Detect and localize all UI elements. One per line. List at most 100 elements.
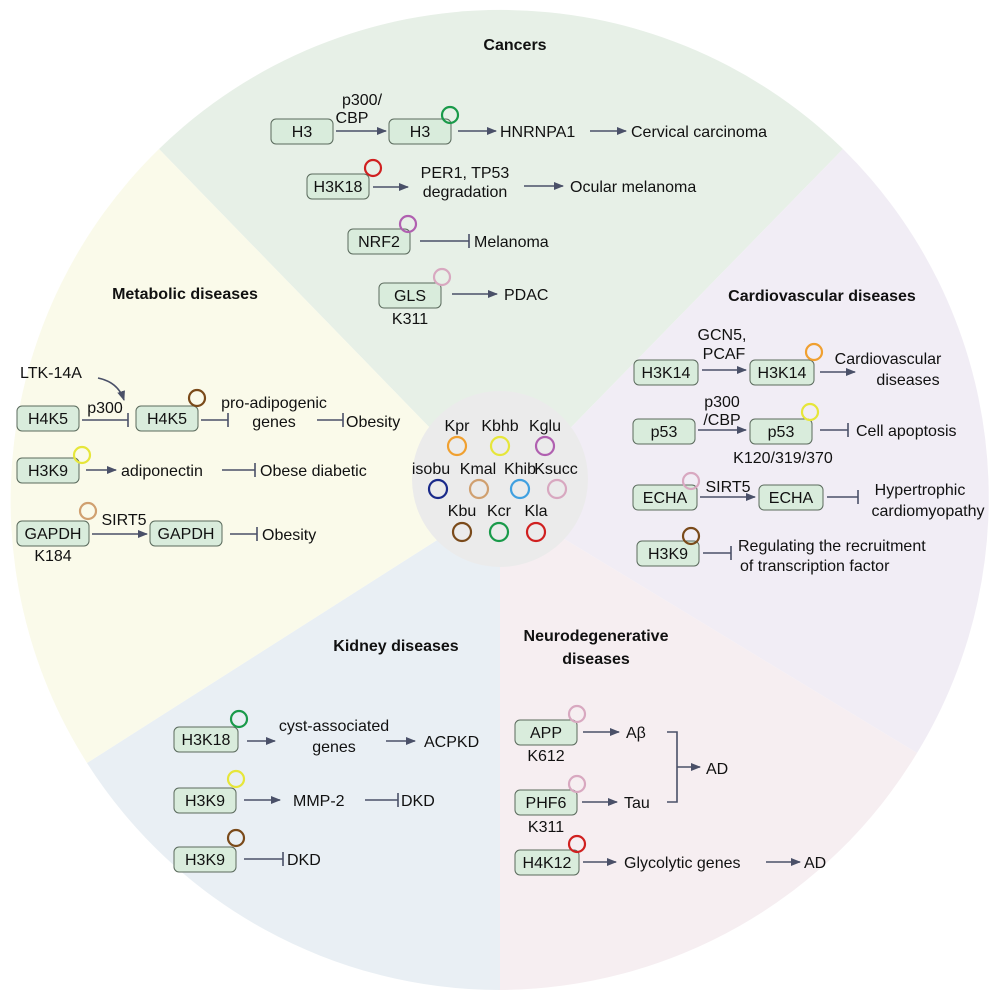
phf6-site-label: K311 [528,819,564,836]
legend-mark-khib [509,478,531,500]
legend-mark-kla [525,521,547,543]
hnrnpa1-label: HNRNPA1 [500,124,575,141]
legend-mark-kpr [446,435,468,457]
node-h3 [270,118,334,145]
ad-label: AD [804,855,826,872]
legend-mark-kglu [534,435,556,457]
node-h3k14-modified-label: H3K14 [758,365,807,382]
title-cardiovascular: Cardiovascular diseases [728,288,916,305]
dkd-label: DKD [401,793,435,810]
legend-label: Kpr [445,418,471,435]
degradation-label: degradation [423,184,508,201]
node-gapdh [16,520,90,547]
sector-group [10,9,989,990]
node-p53-modified-label: p53 [768,424,795,441]
pro-adipogenic-label: pro-adipogenic [221,395,327,412]
enzyme-label: p300/ [342,92,383,109]
node-h3k9-label: H3K9 [185,852,225,869]
genes-label: genes [312,739,356,756]
node-phf6 [514,789,578,816]
node-gls-label: GLS [394,288,426,305]
adiponectin-label: adiponectin [121,463,203,480]
node-h3-modified-label: H3 [410,124,431,141]
center-circle [412,391,588,567]
kpr-mark [804,342,824,362]
title-neuro-line2: diseases [562,651,630,668]
pdac-label: PDAC [504,287,548,304]
node-nrf2-label: NRF2 [358,234,400,251]
p53-sites-label: K120/319/370 [733,450,833,467]
cardiovascular-panel: H3K14 GCN5, PCAF H3K14 Cardiovascular di… [632,327,984,575]
ksucc-mark [567,774,587,794]
p300-label: p300 [87,400,123,417]
node-phf6-label: PHF6 [526,795,567,812]
legend-label: Kglu [529,418,561,435]
mmp2-label: MMP-2 [293,793,345,810]
node-echa-modified-label: ECHA [769,490,814,507]
node-h3k9 [16,457,80,484]
legend-label: Kla [524,503,547,520]
node-app-label: APP [530,725,562,742]
node-p53-label: p53 [651,424,678,441]
legend-mark-kcr [488,521,510,543]
cbp-label: /CBP [703,412,740,429]
tau-label: Tau [624,795,650,812]
genes-label: genes [252,414,296,431]
transcription-factor-label: of transcription factor [740,558,890,575]
p300-label: p300 [704,394,740,411]
title-kidney: Kidney diseases [333,638,459,655]
node-h3k14-modified [749,359,815,386]
node-h3k9 [636,540,700,567]
node-gls [378,282,442,309]
sirt5-label: SIRT5 [705,479,750,496]
metabolic-panel: LTK-14A H4K5 p300 H4K5 pro-adipogenic ge… [16,365,400,565]
node-h4k5-label: H4K5 [28,411,68,428]
ksucc-mark [432,267,452,287]
legend-label: isobu [412,461,450,478]
legend-mark-ksucc [546,478,568,500]
legend-label: Kcr [487,503,512,520]
ksucc-mark [567,704,587,724]
gls-site-label: K311 [392,311,428,328]
legend-mark-kbu [451,521,473,543]
ltk14a-label: LTK-14A [20,365,82,382]
legend-label: Khib [504,461,536,478]
node-p53-modified [749,418,813,445]
acpkd-label: ACPKD [424,734,479,751]
kbu-mark [187,388,207,408]
obesity-label: Obesity [262,527,316,544]
kglu-mark [398,214,418,234]
legend-mark-kmal [468,478,490,500]
diseases-label: diseases [876,372,939,389]
legend: Kpr Kbhb Kglu isobu Kmal Khib Ksucc Kbu … [412,418,578,543]
gapdh-site-label: K184 [34,548,71,565]
hypertrophic-label: Hypertrophic [875,482,966,499]
app-site-label: K612 [527,748,564,765]
dkd-label: DKD [287,852,321,869]
ksucc-mark [681,471,701,491]
node-h3k9-label: H3K9 [185,793,225,810]
cardiovascular-label: Cardiovascular [835,351,942,368]
legend-label: Ksucc [534,461,578,478]
cell-apoptosis-label: Cell apoptosis [856,423,957,440]
node-gapdh-label: GAPDH [25,526,82,543]
kidney-panel: H3K18 cyst-associated genes ACPKD H3K9 M… [173,709,479,873]
node-h3k14 [633,359,699,386]
cervical-carcinoma-label: Cervical carcinoma [631,124,767,141]
node-h4k12 [514,849,580,876]
node-h3k18-label: H3K18 [314,179,363,196]
legend-mark-isobu [427,478,449,500]
node-h3k18 [173,726,239,753]
kla-mark [363,158,383,178]
legend-mark-kbhb [489,435,511,457]
kbu-mark [681,526,701,546]
kbu-mark [226,828,246,848]
kbhb-mark [226,769,246,789]
node-h4k5-modified-label: H4K5 [147,411,187,428]
sector-neurodegenerative [500,500,917,990]
node-app [514,719,578,746]
abeta-label: Aβ [626,725,646,742]
node-h3k9-label: H3K9 [648,546,688,563]
